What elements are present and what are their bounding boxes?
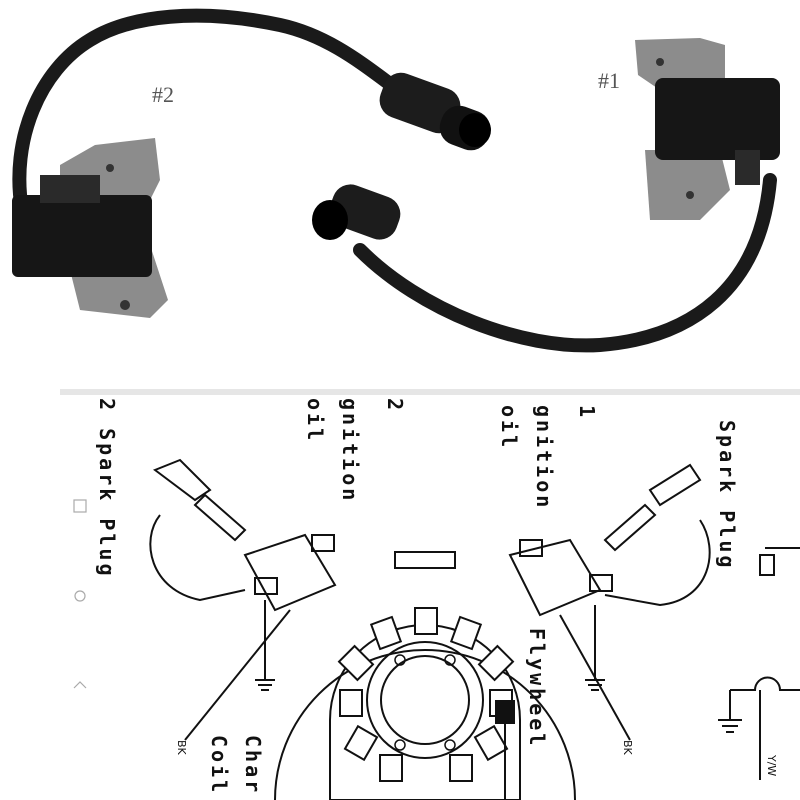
right-coil-line2: oil: [497, 405, 521, 450]
spark-plug-boot-upper: [379, 72, 491, 151]
stator: [337, 607, 515, 782]
coil-photo: #2 #1: [12, 8, 780, 353]
left-spark-plug-label: 2 Spark Plug: [95, 398, 119, 579]
circle-icon: [74, 590, 86, 602]
checkbox-icon: [73, 499, 87, 513]
charge-coil-terminal: [495, 700, 515, 724]
right-schematic: [718, 547, 800, 780]
bolts: [394, 654, 456, 751]
bk-right-label: BK: [621, 740, 634, 756]
charge-coil-line2: Coil: [207, 735, 231, 795]
right-coil-line1: gnition: [532, 405, 556, 510]
coil-2-label: #2: [152, 82, 174, 107]
right-spark-plug-label: Spark Plug: [715, 420, 739, 570]
wiring-diagram: 2 Spark Plug 2 gnition oil 1 gnition oil…: [73, 398, 800, 800]
left-coil-line1: gnition: [338, 398, 362, 503]
charge-coil-line1: Char: [241, 735, 265, 795]
yw-label: Y/W: [765, 754, 778, 776]
chevron-up-icon: [73, 681, 87, 689]
ignition-coil-1: [635, 38, 780, 220]
ignition-wire-main: [12, 8, 427, 217]
bk-left-label: BK: [175, 740, 188, 756]
coil-1-label: #1: [598, 68, 620, 93]
spark-plug-boot-lower: [312, 184, 401, 240]
ignition-coil-2: [12, 138, 168, 318]
right-coil-number: 1: [575, 405, 599, 420]
right-ignition-coil-diagram: [508, 463, 711, 741]
left-coil-line2: oil: [303, 398, 327, 443]
ignition-wire-lower: [353, 173, 777, 353]
flywheel: [274, 551, 576, 800]
left-coil-number: 2: [383, 398, 407, 413]
flywheel-label: Flywheel: [525, 628, 549, 748]
left-ignition-coil-diagram: [149, 458, 337, 741]
